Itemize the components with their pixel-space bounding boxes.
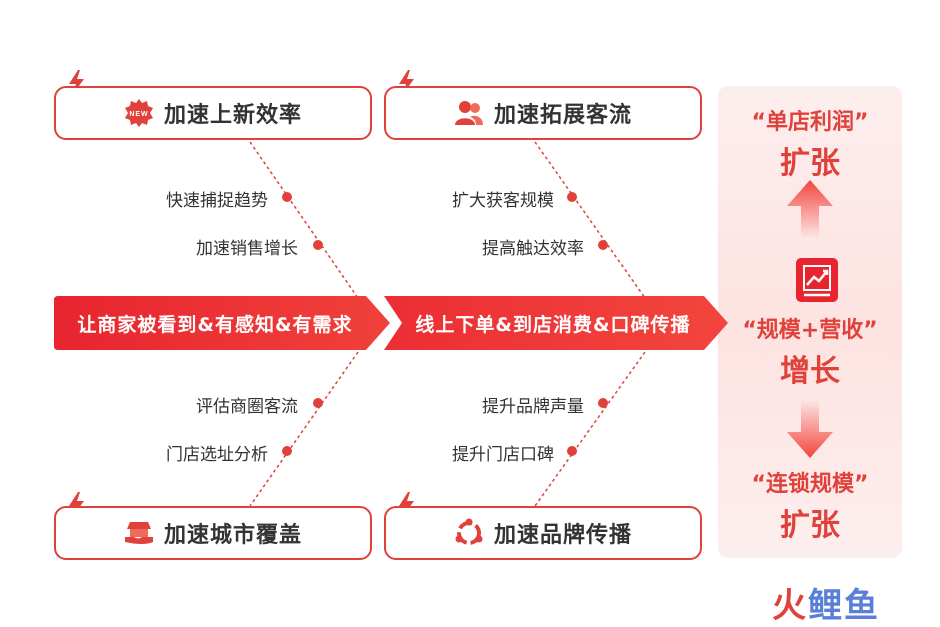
watermark-logo: 火鲤鱼 [772, 578, 880, 627]
box-city-coverage: 加速城市覆盖 [54, 506, 372, 560]
bullet-label: 加速销售增长 [196, 239, 298, 259]
bullet-dot [567, 192, 577, 202]
box-title: 加速上新效率 [163, 103, 302, 128]
box-title: 加速品牌传播 [493, 523, 632, 548]
bullet-label: 快速捕捉趋势 [166, 191, 268, 211]
growth-chart-icon [796, 258, 838, 302]
watermark-char: 鲤 [808, 586, 844, 626]
lightning-icon [399, 492, 414, 516]
box-speed-new-launch: NEW 加速上新效率 [54, 86, 372, 140]
banner-conversion: 线上下单&到店消费&口碑传播 [384, 296, 728, 350]
bullet-label: 门店选址分析 [166, 445, 268, 465]
connector-top-mid [534, 141, 646, 299]
bullet-dot [282, 192, 292, 202]
bullet-label: 扩大获客规模 [452, 191, 554, 211]
users-icon [454, 101, 483, 125]
lightning-icon [69, 70, 84, 94]
growth-panel [718, 86, 902, 558]
watermark-char: 鱼 [844, 586, 880, 626]
bullet-dot [313, 398, 323, 408]
bullet-dot [282, 446, 292, 456]
panel-top-quote: “单店利润” [751, 110, 869, 135]
panel-mid-quote: “规模+营收” [742, 318, 878, 343]
arrow-down-icon [787, 400, 833, 458]
panel-mid-word: 增长 [780, 354, 840, 389]
banner-awareness: 让商家被看到&有感知&有需求 [54, 296, 390, 350]
bullet-dot [567, 446, 577, 456]
panel-top-word: 扩张 [780, 146, 840, 181]
bullet-dot [598, 398, 608, 408]
new-badge-text: NEW [129, 111, 148, 118]
connector-bottom-mid [534, 351, 646, 507]
box-expand-traffic: 加速拓展客流 [384, 86, 702, 140]
box-brand-spread: 加速品牌传播 [384, 506, 702, 560]
watermark-char: 火 [772, 586, 808, 626]
arrow-up-icon [787, 180, 833, 238]
box-title: 加速拓展客流 [493, 103, 632, 128]
banner-text: 让商家被看到&有感知&有需求 [77, 313, 353, 336]
share-cycle-icon [455, 518, 483, 545]
banner-arrow-shape [54, 296, 390, 350]
panel-bottom-word: 扩张 [780, 508, 840, 543]
bullet-dot [313, 240, 323, 250]
bullet-label: 提高触达效率 [482, 239, 584, 259]
bullet-label: 提升品牌声量 [482, 397, 584, 417]
connector-top-left [249, 141, 359, 299]
lightning-icon [399, 70, 414, 94]
banner-arrow-shape [384, 296, 728, 350]
bullet-dot [598, 240, 608, 250]
panel-bottom-quote: “连锁规模” [751, 472, 869, 497]
box-title: 加速城市覆盖 [163, 523, 302, 548]
bullet-label: 评估商圈客流 [196, 397, 298, 417]
new-badge-icon: NEW [124, 99, 153, 127]
banner-text: 线上下单&到店消费&口碑传播 [415, 313, 691, 336]
store-hand-icon [124, 522, 153, 544]
connector-bottom-left [249, 351, 359, 507]
lightning-icon [69, 492, 84, 516]
bullet-label: 提升门店口碑 [452, 445, 554, 465]
